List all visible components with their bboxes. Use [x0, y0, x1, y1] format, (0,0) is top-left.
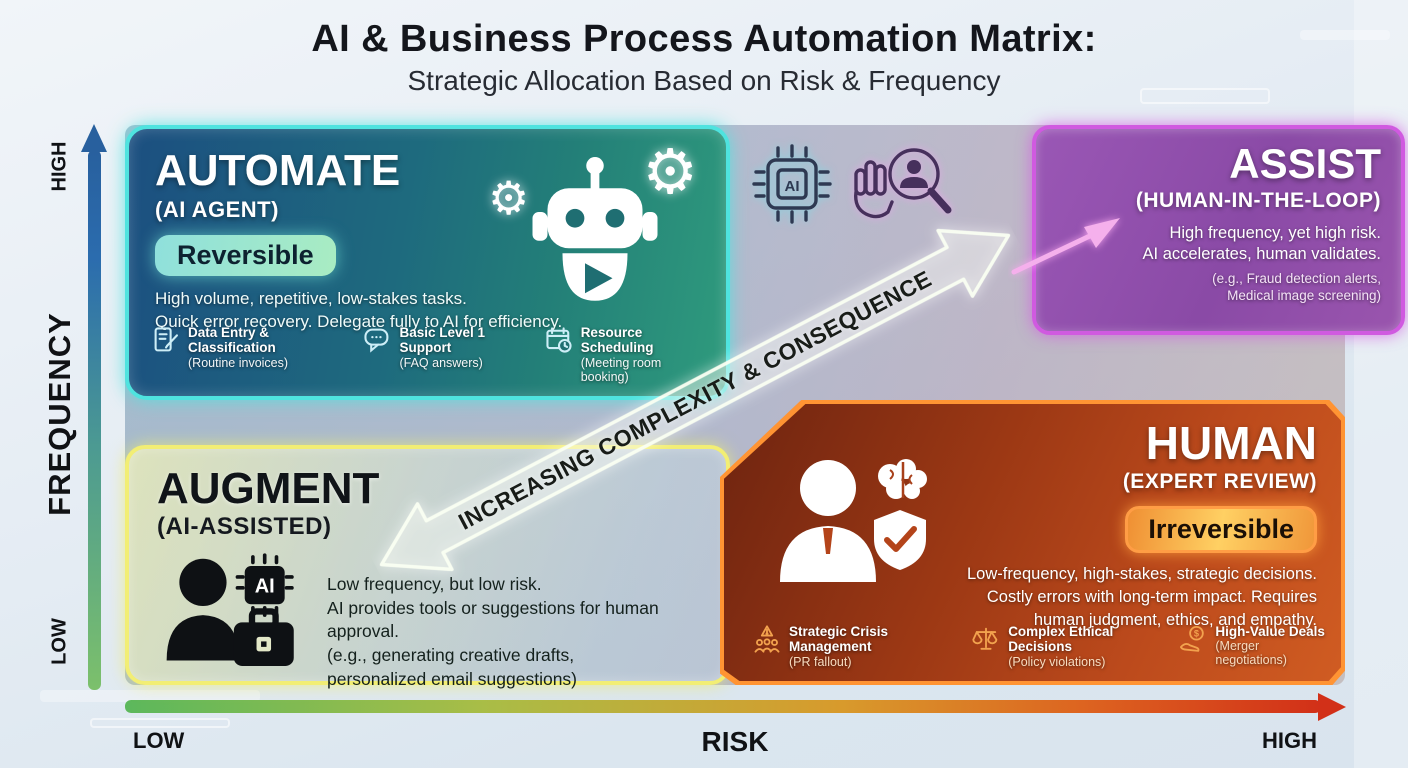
example-item: Strategic Crisis Management (PR fallout): [752, 624, 961, 669]
scales-icon: [972, 627, 998, 650]
crisis-people-icon: [754, 625, 780, 653]
frequency-axis-label: FREQUENCY: [42, 312, 77, 516]
header: AI & Business Process Automation Matrix:…: [0, 18, 1408, 97]
risk-low-label: LOW: [133, 728, 185, 753]
human-title: HUMAN: [1145, 417, 1317, 469]
svg-text:$: $: [1194, 629, 1199, 639]
example-item: $ High-Value Deals (Merger negotiations): [1178, 624, 1325, 667]
example-item: Complex Ethical Decisions (Policy violat…: [971, 624, 1168, 669]
human-subtitle: (EXPERT REVIEW): [1122, 470, 1317, 493]
ai-chip-icon: AI: [752, 144, 832, 224]
quadrant-automate: AUTOMATE (AI AGENT) Reversible High volu…: [125, 125, 730, 400]
quadrant-human: HUMAN (EXPERT REVIEW) Irreversible Low-f…: [720, 400, 1345, 685]
risk-high-label: HIGH: [1262, 728, 1317, 753]
person-brain-shield-icon: [780, 459, 927, 582]
augment-title: AUGMENT: [157, 464, 380, 513]
circuit-decor: [1300, 30, 1390, 40]
assist-description: High frequency, yet high risk. AI accele…: [1142, 224, 1381, 264]
chat-bubble-icon: [364, 328, 389, 353]
human-examples: Strategic Crisis Management (PR fallout): [752, 624, 1325, 669]
frequency-low-label: LOW: [48, 618, 71, 665]
example-item: Data Entry & Classification (Routine inv…: [151, 325, 352, 370]
frequency-axis-arrow: [88, 150, 101, 690]
assist-subtitle: (HUMAN-IN-THE-LOOP): [1135, 189, 1381, 212]
automate-subtitle: (AI AGENT): [155, 197, 279, 222]
robot-illustration: ⚙ ⚙: [488, 141, 698, 340]
dollar-hand-icon: $: [1180, 625, 1205, 652]
complexity-arrow: INCREASING COMPLEXITY & CONSEQUENCE: [346, 175, 1044, 625]
double-arrow-shape: [379, 228, 1011, 572]
risk-axis-label: RISK: [701, 726, 769, 757]
augment-subtitle: (AI-ASSISTED): [157, 513, 332, 540]
robot-icon: [532, 157, 658, 301]
page-title: AI & Business Process Automation Matrix:: [311, 18, 1097, 60]
page-subtitle: Strategic Allocation Based on Risk & Fre…: [407, 65, 1001, 96]
reversible-badge: Reversible: [155, 235, 336, 276]
expert-illustration: [766, 448, 946, 621]
automate-description: High volume, repetitive, low-stakes task…: [155, 289, 563, 331]
hand-magnifier-icon: [854, 148, 952, 219]
risk-axis-arrowhead: [1318, 693, 1346, 721]
person-ai-briefcase-icon: AI: [166, 553, 294, 666]
example-item: Basic Level 1 Support (FAQ answers): [362, 325, 533, 370]
human-description: Low-frequency, high-stakes, strategic de…: [966, 565, 1317, 630]
svg-text:AI: AI: [785, 178, 800, 195]
calendar-clock-icon: [546, 327, 572, 353]
gear-icon: ⚙: [642, 135, 698, 208]
assist-title: ASSIST: [1229, 140, 1381, 187]
assist-examples-note: (e.g., Fraud detection alerts, Medical i…: [1212, 270, 1381, 303]
risk-axis-arrow: [125, 700, 1321, 713]
automate-examples: Data Entry & Classification (Routine inv…: [151, 325, 712, 384]
document-edit-icon: [154, 327, 178, 352]
assist-pointer-arrow: [1011, 218, 1120, 275]
background-band: [1354, 0, 1408, 768]
svg-text:AI: AI: [255, 575, 275, 597]
irreversible-badge: Irreversible: [1125, 506, 1317, 553]
circuit-decor: [40, 690, 260, 702]
automate-title: AUTOMATE: [155, 146, 401, 195]
circuit-decor: [1140, 88, 1270, 104]
circuit-decor: [90, 718, 230, 728]
assist-zone-icons: AI: [752, 142, 958, 228]
frequency-axis-arrowhead: [81, 124, 107, 152]
frequency-high-label: HIGH: [48, 141, 71, 192]
quadrant-augment: AUGMENT (AI-ASSISTED): [125, 445, 730, 689]
gear-icon: ⚙: [488, 171, 530, 225]
example-item: Resource Scheduling (Meeting room bookin…: [544, 325, 712, 384]
augment-description: Low frequency, but low risk. AI provides…: [327, 574, 659, 689]
